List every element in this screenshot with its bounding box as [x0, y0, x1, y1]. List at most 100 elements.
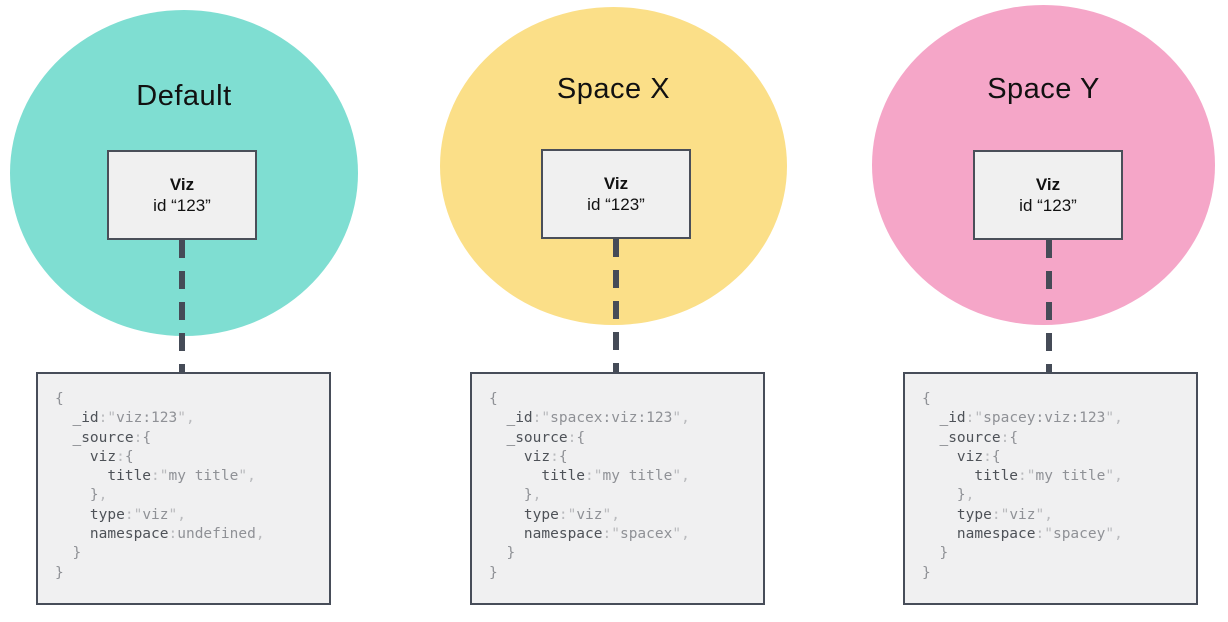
code-token: }: [922, 564, 931, 581]
code-token: :": [602, 526, 620, 543]
code-token: [922, 410, 939, 426]
code-token: :: [983, 448, 992, 465]
code-line: title:"my title",: [489, 467, 753, 486]
code-token: ",: [1105, 526, 1123, 543]
viz-node-id: id “123”: [153, 195, 211, 215]
code-token: }: [939, 545, 949, 562]
code-token: spacex:viz:123: [550, 410, 673, 427]
code-line: }: [922, 544, 1186, 563]
code-token: {: [576, 429, 586, 446]
code-token: viz: [956, 448, 984, 465]
document-code: { _id:"viz:123", _source:{ viz:{ title:"…: [38, 374, 329, 583]
code-token: type: [523, 506, 559, 523]
code-token: [922, 545, 939, 561]
code-token: [922, 507, 957, 523]
code-token: {: [922, 391, 931, 407]
code-token: :": [1018, 468, 1036, 485]
code-token: :: [133, 429, 143, 446]
code-line: }: [489, 564, 753, 583]
code-token: }: [89, 487, 99, 504]
code-line: viz:{: [489, 448, 753, 467]
code-token: [922, 526, 957, 542]
code-token: }: [55, 564, 64, 581]
code-token: spacey: [1052, 526, 1106, 543]
code-line: }: [55, 564, 319, 583]
viz-node-title: Viz: [1035, 174, 1061, 194]
code-token: ",: [672, 410, 690, 427]
space-title: Space X: [556, 73, 671, 105]
code-token: viz: [89, 448, 117, 465]
code-token: [55, 487, 90, 503]
code-line: viz:{: [922, 448, 1186, 467]
code-line: }: [922, 564, 1186, 583]
code-token: {: [124, 448, 134, 465]
code-token: }: [523, 487, 533, 504]
code-token: :": [124, 506, 143, 523]
code-token: :": [98, 410, 117, 427]
code-token: viz:123: [116, 410, 178, 427]
code-token: type: [89, 506, 125, 523]
code-token: :: [168, 526, 178, 543]
code-line: type:"viz",: [489, 506, 753, 525]
code-token: title: [107, 468, 152, 485]
code-token: ",: [1105, 468, 1123, 485]
code-token: ",: [238, 468, 256, 485]
code-token: viz: [1009, 506, 1036, 523]
code-line: namespace:"spacey",: [922, 525, 1186, 544]
code-token: :": [151, 468, 169, 485]
code-token: [922, 487, 957, 503]
code-line: type:"viz",: [922, 506, 1186, 525]
document-code: { _id:"spacey:viz:123", _source:{ viz:{ …: [905, 374, 1196, 583]
document-code: { _id:"spacex:viz:123", _source:{ viz:{ …: [472, 374, 763, 583]
code-token: my title: [1035, 468, 1106, 485]
code-line: {: [489, 390, 753, 409]
viz-node-title: Viz: [169, 174, 195, 194]
code-token: ,: [255, 526, 265, 543]
code-token: {: [1009, 429, 1019, 446]
code-line: viz:{: [55, 448, 319, 467]
code-token: namespace: [523, 526, 603, 543]
code-token: title: [974, 468, 1019, 485]
code-token: }: [506, 545, 516, 562]
code-token: ,: [98, 487, 108, 504]
code-token: [55, 449, 90, 465]
code-token: viz: [523, 448, 551, 465]
code-token: }: [489, 564, 498, 581]
code-line: },: [55, 486, 319, 505]
code-line: namespace:undefined,: [55, 525, 319, 544]
code-token: :": [965, 410, 984, 427]
code-token: :": [532, 410, 551, 427]
code-token: {: [489, 391, 498, 407]
code-token: ",: [168, 506, 186, 523]
code-token: {: [558, 448, 568, 465]
code-token: :: [116, 448, 125, 465]
code-token: {: [142, 429, 152, 446]
code-token: :: [1000, 429, 1010, 446]
viz-node-id: id “123”: [1019, 195, 1077, 215]
code-token: [922, 468, 974, 484]
code-token: viz: [576, 506, 603, 523]
viz-node-id: id “123”: [587, 194, 645, 214]
code-token: ,: [965, 487, 975, 504]
code-token: title: [541, 468, 586, 485]
saved-object-document: { _id:"spacey:viz:123", _source:{ viz:{ …: [903, 372, 1198, 605]
code-line: _id:"spacey:viz:123",: [922, 409, 1186, 428]
space-title: Space Y: [987, 73, 1100, 105]
code-line: _source:{: [55, 429, 319, 448]
code-token: :": [991, 506, 1010, 523]
code-token: _id: [939, 410, 966, 427]
code-token: ",: [602, 506, 620, 523]
code-token: [489, 410, 506, 426]
code-token: my title: [168, 468, 239, 485]
code-token: [489, 545, 506, 561]
saved-object-document: { _id:"spacex:viz:123", _source:{ viz:{ …: [470, 372, 765, 605]
code-token: {: [991, 448, 1001, 465]
code-token: }: [72, 545, 82, 562]
code-line: title:"my title",: [55, 467, 319, 486]
code-token: [489, 487, 524, 503]
code-token: namespace: [89, 526, 169, 543]
